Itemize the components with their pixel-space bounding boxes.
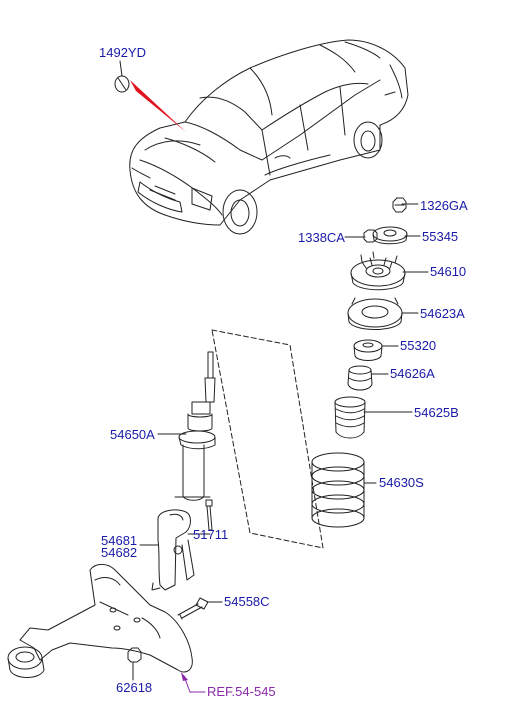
ref-arrow-head — [181, 672, 188, 681]
coil-spring-54630s-illustration — [311, 452, 365, 528]
part-label-54558c[interactable]: 54558C — [224, 594, 270, 609]
part-label-54625b[interactable]: 54625B — [414, 405, 459, 420]
part-label-54650a[interactable]: 54650A — [110, 427, 155, 442]
lower-arm-illustration — [7, 563, 193, 678]
ref-arrow — [183, 675, 206, 693]
strut-54650a-illustration — [174, 351, 216, 501]
part-label-54630s[interactable]: 54630S — [379, 475, 424, 490]
part-label-55320[interactable]: 55320 — [400, 338, 437, 353]
part-label-54610[interactable]: 54610 — [430, 264, 467, 279]
knuckle-54681-illustration — [151, 509, 195, 591]
part-label-54626a[interactable]: 54626A — [390, 366, 435, 381]
bolt-1338ca-illustration — [363, 229, 378, 243]
part-label-54681[interactable]: 54681 — [101, 533, 138, 548]
part-label-1338ca[interactable]: 1338CA — [298, 230, 345, 245]
assembly-outline — [211, 329, 324, 549]
bolt-51711-illustration — [205, 499, 213, 531]
bearing-55345-illustration — [372, 226, 408, 245]
clip-1492yd-illustration — [114, 75, 130, 93]
nut-62618-illustration — [127, 647, 142, 663]
part-label-55345[interactable]: 55345 — [422, 229, 459, 244]
vehicle-illustration — [129, 39, 409, 235]
highlight-wedge — [130, 80, 186, 132]
part-label-54623a[interactable]: 54623A — [420, 306, 465, 321]
leader-lines — [119, 60, 429, 681]
reference-link[interactable]: REF.54-545 — [207, 684, 276, 699]
part-label-1492yd[interactable]: 1492YD — [99, 45, 146, 60]
nut-1326ga-illustration — [392, 197, 407, 213]
insulator-54610-illustration — [350, 251, 406, 291]
rubber-stopper-54626a-illustration — [347, 365, 373, 391]
spring-pad-54623a-illustration — [347, 297, 403, 330]
part-label-1326ga[interactable]: 1326GA — [420, 198, 468, 213]
bolt-54558c-illustration — [177, 597, 209, 620]
part-label-62618[interactable]: 62618 — [116, 680, 153, 695]
part-label-54682[interactable]: 54682 — [101, 545, 138, 560]
bumper-cap-55320-illustration — [353, 339, 383, 361]
part-label-51711[interactable]: 51711 — [193, 527, 229, 542]
dust-cover-54625b-illustration — [334, 396, 366, 439]
